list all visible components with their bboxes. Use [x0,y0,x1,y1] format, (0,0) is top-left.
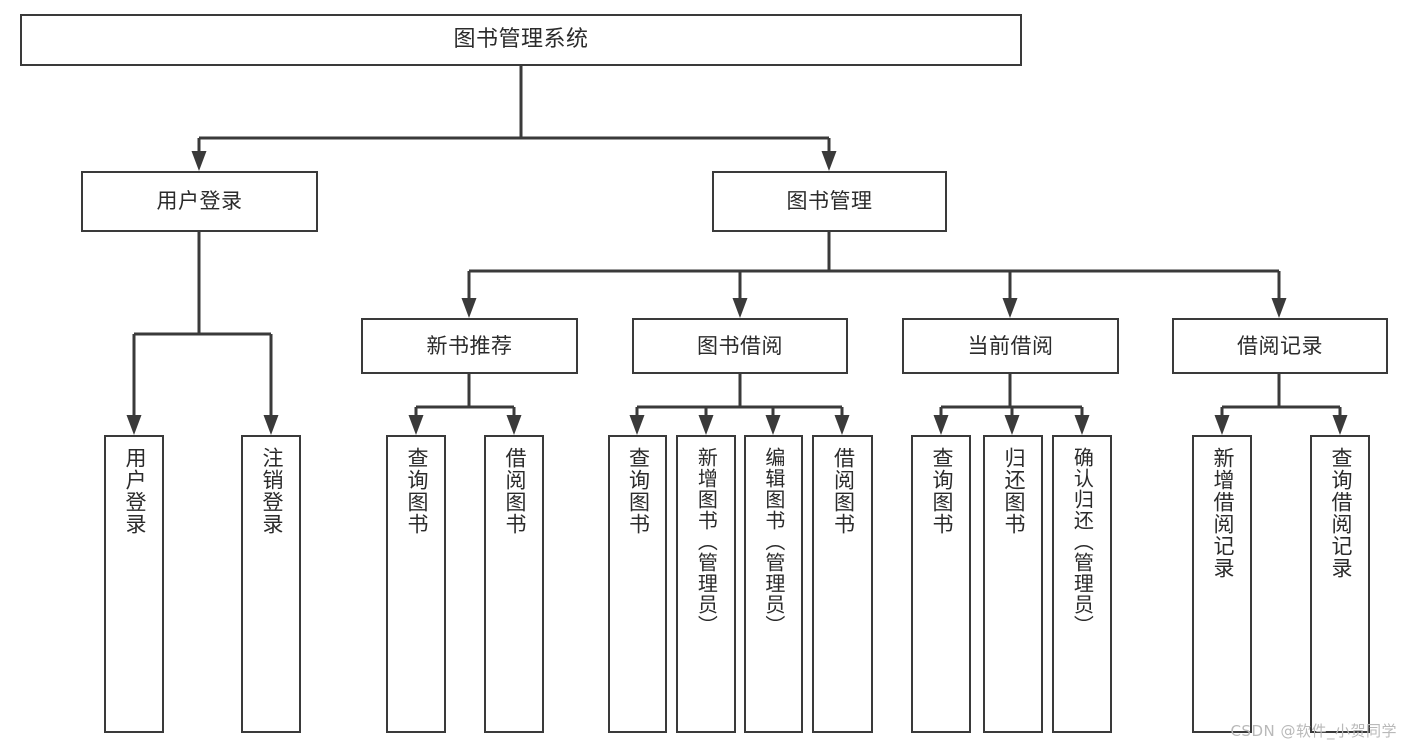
node-leaf-borrow-book[interactable]: 借阅图书 [812,435,873,733]
node-leaf-return-book[interactable]: 归还图书 [983,435,1043,733]
arrowhead-arrow-to-leaf-borrow-book [834,415,850,435]
node-current-borrow[interactable]: 当前借阅 [902,318,1119,374]
arrowhead-arrow-to-new-book-recommend [461,298,477,318]
arrowhead-arrow-to-borrow-record [1271,298,1287,318]
node-label-new-book-recommend: 新书推荐 [426,333,513,358]
node-label-leaf-query-book-rec: 查询图书 [404,447,429,535]
node-label-leaf-query-book-current: 查询图书 [929,447,954,535]
arrowhead-arrow-to-leaf-borrow-book-rec [506,415,522,435]
node-leaf-query-book-borrow[interactable]: 查询图书 [608,435,667,733]
arrowhead-arrow-to-book-management [821,151,837,171]
node-label-leaf-add-book: 新增图书（管理员） [694,447,719,636]
node-leaf-add-borrow-record[interactable]: 新增借阅记录 [1192,435,1252,733]
node-leaf-edit-book[interactable]: 编辑图书（管理员） [744,435,803,733]
node-book-borrow[interactable]: 图书借阅 [632,318,848,374]
node-leaf-user-logout[interactable]: 注销登录 [241,435,301,733]
node-label-leaf-return-book: 归还图书 [1001,447,1026,535]
node-label-user-login: 用户登录 [156,189,243,214]
arrowhead-arrow-to-leaf-return-book [1004,415,1020,435]
node-leaf-add-book[interactable]: 新增图书（管理员） [676,435,736,733]
node-label-leaf-borrow-book-rec: 借阅图书 [502,447,527,535]
arrowhead-arrow-to-leaf-confirm-return [1074,415,1090,435]
node-label-book-management: 图书管理 [786,189,873,214]
node-label-leaf-query-borrow-record: 查询借阅记录 [1328,447,1353,579]
node-leaf-query-borrow-record[interactable]: 查询借阅记录 [1310,435,1370,733]
arrowhead-arrow-to-current-borrow [1002,298,1018,318]
arrowhead-arrow-to-book-borrow [732,298,748,318]
node-label-leaf-edit-book: 编辑图书（管理员） [761,447,786,636]
node-label-leaf-borrow-book: 借阅图书 [831,447,856,535]
arrowhead-arrow-to-leaf-user-login [126,415,142,435]
node-leaf-query-book-rec[interactable]: 查询图书 [386,435,446,733]
node-leaf-user-login[interactable]: 用户登录 [104,435,164,733]
arrowhead-arrow-to-leaf-add-borrow-record [1214,415,1230,435]
node-book-management[interactable]: 图书管理 [712,171,947,232]
arrowhead-arrow-to-user-login [191,151,207,171]
arrowhead-arrow-to-leaf-query-book-rec [408,415,424,435]
node-label-leaf-user-logout: 注销登录 [259,447,284,535]
node-label-leaf-query-book-borrow: 查询图书 [626,447,651,535]
arrowhead-arrow-to-leaf-query-book-borrow [629,415,645,435]
node-label-root: 图书管理系统 [453,27,589,53]
node-user-login[interactable]: 用户登录 [81,171,318,232]
node-label-leaf-confirm-return: 确认归还（管理员） [1070,447,1095,636]
node-label-current-borrow: 当前借阅 [967,333,1054,358]
node-borrow-record[interactable]: 借阅记录 [1172,318,1388,374]
node-new-book-recommend[interactable]: 新书推荐 [361,318,578,374]
node-leaf-query-book-current[interactable]: 查询图书 [911,435,971,733]
arrowhead-arrow-to-leaf-query-borrow-record [1332,415,1348,435]
node-leaf-confirm-return[interactable]: 确认归还（管理员） [1052,435,1112,733]
node-label-book-borrow: 图书借阅 [697,333,783,358]
node-root[interactable]: 图书管理系统 [20,14,1022,66]
watermark-text: CSDN @软件_小贺同学 [1230,722,1397,740]
arrowhead-arrow-to-leaf-edit-book [765,415,781,435]
node-label-leaf-user-login: 用户登录 [122,447,147,535]
arrowhead-arrow-to-leaf-add-book [698,415,714,435]
node-leaf-borrow-book-rec[interactable]: 借阅图书 [484,435,544,733]
arrowhead-arrow-to-leaf-user-logout [263,415,279,435]
node-label-borrow-record: 借阅记录 [1237,333,1323,358]
arrowhead-arrow-to-leaf-query-book-current [933,415,949,435]
node-label-leaf-add-borrow-record: 新增借阅记录 [1210,447,1235,579]
